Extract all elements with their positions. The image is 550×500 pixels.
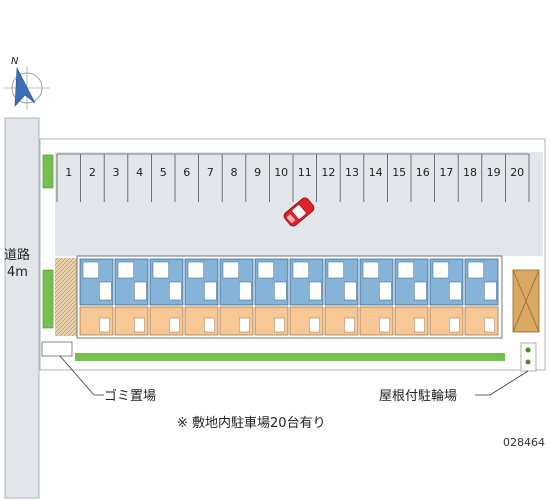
upper-unit-room bbox=[327, 261, 344, 279]
lawn-strip bbox=[75, 353, 505, 361]
upper-unit-room bbox=[257, 261, 274, 279]
hedge-left-bottom bbox=[42, 269, 54, 329]
garbage-callout-line bbox=[59, 355, 104, 396]
upper-unit-room bbox=[484, 281, 497, 301]
lower-unit-room bbox=[274, 317, 285, 333]
road bbox=[4, 117, 40, 499]
parking-stall-number: 12 bbox=[321, 166, 335, 179]
bicycle-shelter-label: 屋根付駐輪場 bbox=[379, 388, 457, 404]
parking-stall-number: 5 bbox=[160, 166, 167, 179]
road-width-label: 4m bbox=[7, 265, 28, 280]
parking-note: ※ 敷地内駐車場20台有り bbox=[177, 415, 326, 431]
parking-stall-number: 8 bbox=[231, 166, 238, 179]
upper-unit-room bbox=[309, 281, 322, 301]
lower-floor-units bbox=[79, 306, 499, 336]
lower-unit-room bbox=[134, 317, 145, 333]
lower-unit-room bbox=[414, 317, 425, 333]
lower-unit-room bbox=[169, 317, 180, 333]
parking-stall-number: 20 bbox=[510, 166, 524, 179]
parking-stall-number: 4 bbox=[136, 166, 143, 179]
parking-stall-number: 16 bbox=[416, 166, 430, 179]
lower-unit-room bbox=[309, 317, 320, 333]
lower-unit-room bbox=[379, 317, 390, 333]
parking-stall-number: 6 bbox=[183, 166, 190, 179]
upper-unit-room bbox=[397, 261, 414, 279]
upper-unit-room bbox=[117, 261, 134, 279]
parking-stall-number: 17 bbox=[439, 166, 453, 179]
property-code: 028464 bbox=[503, 436, 545, 449]
upper-unit-room bbox=[204, 281, 217, 301]
entrance-strip bbox=[55, 258, 77, 336]
lower-unit-room bbox=[239, 317, 250, 333]
upper-unit-room bbox=[239, 281, 252, 301]
parking-stall-number: 1 bbox=[65, 166, 72, 179]
upper-unit-room bbox=[449, 281, 462, 301]
upper-unit-room bbox=[432, 261, 449, 279]
lower-unit-room bbox=[449, 317, 460, 333]
upper-unit-room bbox=[274, 281, 287, 301]
upper-unit-room bbox=[187, 261, 204, 279]
car-icon bbox=[283, 197, 315, 227]
upper-unit-room bbox=[379, 281, 392, 301]
lower-unit-room bbox=[99, 317, 110, 333]
lower-unit-room bbox=[204, 317, 215, 333]
garbage-area bbox=[41, 341, 73, 357]
bicycle-shelter bbox=[512, 269, 540, 372]
upper-unit-room bbox=[292, 261, 309, 279]
upper-unit-room bbox=[414, 281, 427, 301]
parking-stall-number: 14 bbox=[369, 166, 383, 179]
parking-stall-number: 11 bbox=[298, 166, 312, 179]
upper-unit-room bbox=[362, 261, 379, 279]
road-label: 道路 bbox=[4, 247, 30, 263]
upper-unit-room bbox=[99, 281, 112, 301]
upper-unit-room bbox=[169, 281, 182, 301]
upper-unit-room bbox=[152, 261, 169, 279]
garbage-area-label: ゴミ置場 bbox=[104, 388, 156, 404]
compass-icon: N bbox=[4, 56, 50, 110]
upper-unit-room bbox=[222, 261, 239, 279]
bicycle-callout-line bbox=[475, 370, 529, 396]
parking-stall-number: 10 bbox=[274, 166, 288, 179]
upper-floor-units bbox=[79, 258, 499, 306]
parking-stall-number: 15 bbox=[392, 166, 406, 179]
parking-stall-number: 7 bbox=[207, 166, 214, 179]
parking-stall-number: 13 bbox=[345, 166, 359, 179]
parking-stall-number: 18 bbox=[463, 166, 477, 179]
parking-stall-number: 19 bbox=[487, 166, 501, 179]
parking-stall-number: 2 bbox=[89, 166, 96, 179]
hedge-left-top bbox=[42, 154, 54, 189]
parking-stall-number: 9 bbox=[254, 166, 261, 179]
upper-unit-room bbox=[82, 261, 99, 279]
upper-unit-room bbox=[467, 261, 484, 279]
compass-north-label: N bbox=[11, 56, 19, 67]
lower-unit-room bbox=[484, 317, 495, 333]
lower-unit bbox=[359, 306, 394, 336]
lower-unit-room bbox=[344, 317, 355, 333]
parking-stall-number: 3 bbox=[113, 166, 120, 179]
upper-unit-room bbox=[134, 281, 147, 301]
upper-unit-room bbox=[344, 281, 357, 301]
